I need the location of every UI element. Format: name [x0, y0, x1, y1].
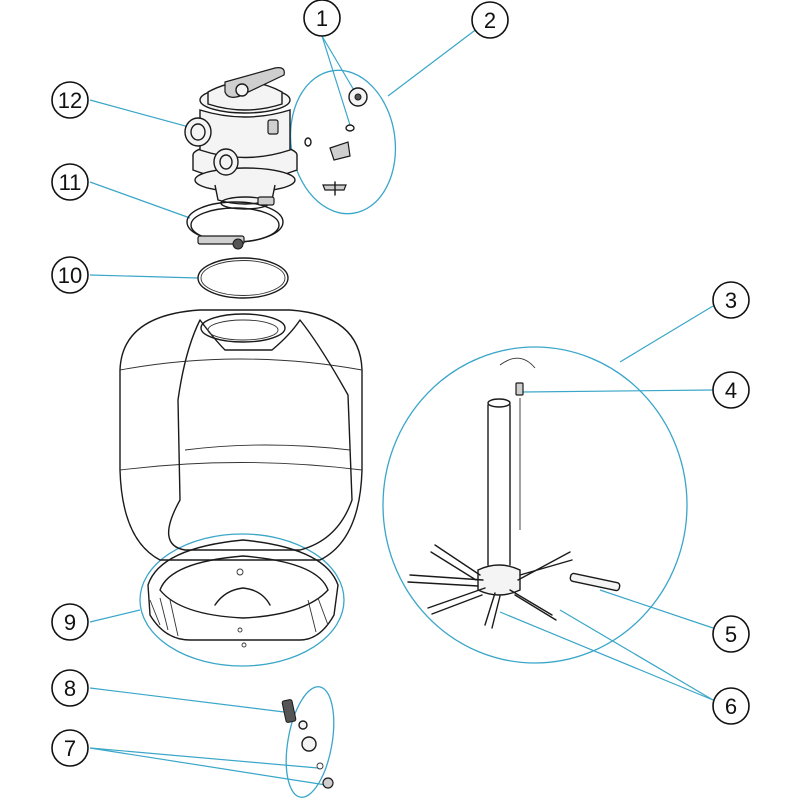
tank-base: [147, 539, 339, 648]
group-ellipse-lateral-assembly: [382, 346, 688, 664]
drain-parts: [281, 699, 334, 789]
callout-2: 2: [471, 1, 509, 39]
leader-1b: [321, 35, 351, 126]
leader-6b: [559, 609, 714, 701]
callout-label-10: 10: [58, 263, 82, 288]
callout-9: 9: [51, 603, 89, 641]
leader-9: [89, 609, 141, 623]
leader-4: [522, 389, 714, 393]
group-ellipse-valve-parts: [289, 69, 397, 215]
leader-10: [89, 274, 199, 279]
leader-11: [89, 181, 191, 219]
callout-label-5: 5: [725, 622, 737, 647]
clamp-ring: [186, 196, 284, 250]
callout-label-9: 9: [64, 610, 76, 635]
callout-8: 8: [51, 669, 89, 707]
filter-tank: [119, 309, 363, 561]
leader-2: [387, 27, 479, 97]
callout-label-4: 4: [725, 378, 737, 403]
leader-lines: [89, 27, 714, 786]
leader-3: [619, 305, 714, 363]
callout-label-8: 8: [64, 676, 76, 701]
callout-12: 12: [51, 81, 89, 119]
callout-5: 5: [712, 615, 750, 653]
leader-7b: [89, 747, 327, 786]
valve-small-parts: [304, 87, 368, 196]
callout-1: 1: [303, 0, 341, 37]
leader-8: [89, 687, 285, 713]
callout-label-2: 2: [484, 8, 496, 33]
callout-label-6: 6: [725, 694, 737, 719]
callout-4: 4: [712, 371, 750, 409]
callout-3: 3: [712, 281, 750, 319]
leader-6a: [499, 611, 714, 701]
leader-5: [599, 589, 714, 629]
callout-6: 6: [712, 687, 750, 725]
callout-label-3: 3: [725, 288, 737, 313]
callout-10: 10: [51, 256, 89, 294]
callout-label-11: 11: [59, 170, 82, 195]
group-ellipse-base: [139, 533, 345, 667]
lateral-assembly: [407, 357, 621, 629]
callout-label-1: 1: [316, 6, 328, 31]
callout-7: 7: [51, 729, 89, 767]
callout-label-7: 7: [64, 736, 76, 761]
callout-label-12: 12: [58, 88, 82, 113]
group-ellipse-drain: [285, 686, 335, 798]
leader-1a: [321, 35, 356, 93]
multiport-valve: [184, 67, 298, 210]
callout-11: 11: [51, 163, 89, 201]
leader-7a: [89, 747, 319, 769]
o-ring: [197, 257, 289, 299]
leader-12: [89, 99, 201, 131]
